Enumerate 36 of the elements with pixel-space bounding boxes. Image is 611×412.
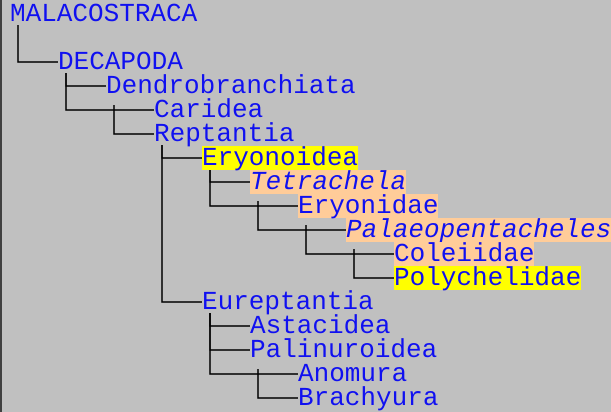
tree-branch-line: [263, 373, 298, 375]
taxon-label: Coleiidae: [394, 242, 534, 266]
taxon-label: Palinuroidea: [250, 338, 438, 362]
junction-cross-icon: [301, 225, 311, 235]
taxon-label: Eryonoidea: [202, 146, 358, 170]
tree-branch-line: [353, 259, 394, 279]
junction-cross-icon: [349, 249, 359, 259]
taxon-label: Dendrobranchiata: [106, 74, 356, 98]
taxon-label: Eryonidae: [298, 194, 438, 218]
taxon-label: Polychelidae: [394, 266, 582, 290]
junction-cross-icon: [253, 369, 263, 379]
taxon-label: DECAPODA: [58, 50, 183, 74]
tree-branch-line: [65, 73, 109, 111]
tree-branch-line: [257, 379, 298, 399]
taxon-label: Brachyura: [298, 386, 438, 410]
taxon-label: Astacidea: [250, 314, 390, 338]
tree-branch-line: [113, 115, 154, 135]
tree-branch-line: [257, 211, 301, 231]
taxon-label: Reptantia: [154, 122, 294, 146]
tree-branch-line: [311, 229, 346, 231]
junction-cross-icon: [253, 201, 263, 211]
taxon-label: Caridea: [154, 98, 264, 122]
taxon-label: Eureptantia: [202, 290, 374, 314]
taxon-label: Palaeopentacheles: [346, 218, 611, 242]
tree-branch-line: [119, 109, 154, 111]
taxon-label: MALACOSTRACA: [10, 2, 198, 26]
tree-branch-line: [263, 205, 298, 207]
taxon-label: Tetrachela: [250, 170, 406, 194]
tree-branch-line: [209, 313, 253, 375]
junction-cross-icon: [109, 105, 119, 115]
tree-branch-line: [359, 253, 394, 255]
tree-branch-line: [17, 25, 58, 63]
tree-branch-line: [209, 169, 253, 207]
tree-branch-line: [305, 235, 349, 255]
tree-branch-line: [161, 145, 202, 303]
taxon-label: Anomura: [298, 362, 408, 386]
